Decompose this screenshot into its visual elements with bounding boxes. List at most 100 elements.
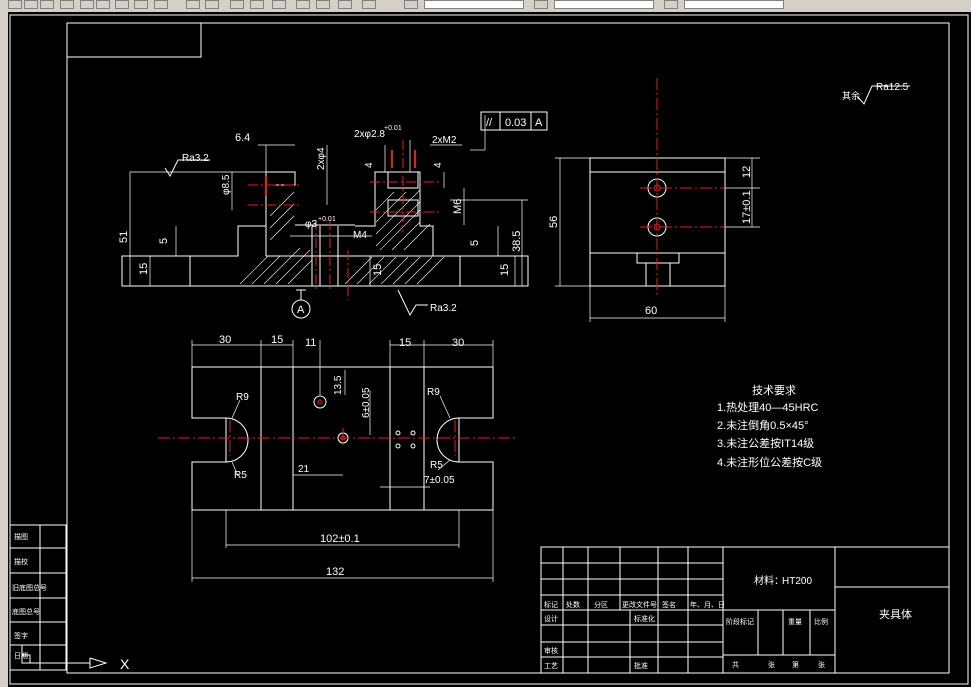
- dim-label: 12: [741, 166, 753, 178]
- dim-label: 60: [645, 305, 657, 317]
- dim-label: 38.5: [511, 231, 523, 252]
- toolbar-button[interactable]: [80, 0, 94, 9]
- dim-label: 17±0.1: [741, 190, 753, 224]
- toolbar-button[interactable]: [250, 0, 264, 9]
- tech-requirement-item: 3.未注公差按IT14级: [717, 436, 814, 450]
- layer-icon[interactable]: [404, 0, 418, 9]
- left-strip: [9, 524, 67, 671]
- dim-label: R5: [430, 460, 443, 471]
- toolbar-button[interactable]: [40, 0, 54, 9]
- toolbar-button[interactable]: [60, 0, 74, 9]
- dim-label: R9: [427, 387, 440, 398]
- dim-label: φ8.5: [221, 174, 232, 195]
- dim-label: 56: [548, 216, 560, 228]
- toolbar-button[interactable]: [154, 0, 168, 9]
- title-cell: 批准: [634, 661, 648, 670]
- dim-label: +0.01: [384, 125, 402, 132]
- title-cell: 共: [732, 660, 739, 669]
- dim-label: M4: [353, 230, 367, 241]
- tech-requirements-title: 技术要求: [752, 384, 796, 397]
- dim-label: 30: [452, 337, 464, 349]
- roughness-bottom: Ra3.2: [430, 303, 457, 314]
- title-cell: 阶段标记: [726, 617, 754, 626]
- layer-combo[interactable]: [424, 0, 524, 9]
- dim-label: 2xM2: [432, 135, 457, 146]
- toolbar-button[interactable]: [186, 0, 200, 9]
- dim-label: +0.01: [318, 216, 336, 223]
- table-style-combo[interactable]: [684, 0, 784, 9]
- part-name: 夹具体: [879, 607, 912, 621]
- material-label: 材料：: [754, 574, 784, 587]
- toolbar-button[interactable]: [296, 0, 310, 9]
- toolbar-button[interactable]: [96, 0, 110, 9]
- style-combo[interactable]: [554, 0, 654, 9]
- toolbar-button[interactable]: [205, 0, 219, 9]
- toolbar-button[interactable]: [230, 0, 244, 9]
- title-cell: 年、月、日: [690, 600, 725, 609]
- roughness-prefix: 其余: [842, 90, 860, 101]
- title-cell: 重量: [788, 618, 802, 626]
- dim-label: 21: [298, 464, 310, 475]
- dim-label: 11: [305, 337, 316, 349]
- datum-label: A: [297, 304, 305, 316]
- dim-label: 15: [271, 334, 283, 346]
- tech-requirement-item: 4.未注形位公差按C级: [717, 455, 822, 469]
- toolbar-button[interactable]: [8, 0, 22, 9]
- dim-label: M6: [452, 199, 464, 214]
- tolerance-symbol: //: [486, 117, 493, 129]
- geometric-tolerance-frame: [480, 111, 548, 131]
- toolbar-button[interactable]: [24, 0, 38, 9]
- left-strip-label: 描图: [14, 532, 28, 541]
- material-value: HT200: [782, 576, 812, 587]
- dim-label: 4: [433, 162, 444, 168]
- tech-requirement-item: 1.热处理40—45HRC: [717, 401, 819, 414]
- dim-label: 15: [499, 264, 511, 276]
- title-cell: 审核: [544, 646, 558, 655]
- dim-label: 6.4: [235, 132, 250, 144]
- title-cell: 标准化: [634, 614, 655, 623]
- toolbar-button[interactable]: [362, 0, 376, 9]
- toolbar-button[interactable]: [115, 0, 129, 9]
- dim-label: 2xφ2.8: [354, 129, 385, 140]
- left-strip-label: 日期: [14, 652, 28, 660]
- dim-label: 5: [158, 238, 170, 244]
- dim-label: 5: [469, 240, 481, 246]
- style-icon[interactable]: [534, 0, 548, 9]
- dim-label: 13.5: [333, 375, 344, 395]
- toolbar-button[interactable]: [272, 0, 286, 9]
- sheet-border: [9, 14, 969, 685]
- dim-label: 4: [364, 162, 375, 168]
- title-cell: 设计: [544, 614, 558, 623]
- cad-drawing: 其余 Ra12.5 Ra3.2 Ra3.2 A // 0.03 A 6.4 2x…: [9, 14, 969, 685]
- code-box: [66, 22, 202, 58]
- dim-label: 15: [138, 263, 150, 275]
- title-cell: 第: [792, 660, 799, 669]
- toolbar-button[interactable]: [338, 0, 352, 9]
- dim-label: R5: [234, 470, 247, 481]
- dim-label: 15: [372, 264, 384, 276]
- title-cell: 工艺: [544, 662, 558, 670]
- dim-label: 2xφ4: [316, 147, 327, 170]
- title-cell: 比例: [814, 617, 828, 626]
- tech-requirement-item: 2.未注倒角0.5×45°: [717, 418, 809, 432]
- dim-label: 51: [118, 231, 130, 243]
- toolbar-button[interactable]: [134, 0, 148, 9]
- front-view: [121, 85, 910, 319]
- dim-label: R9: [236, 392, 249, 403]
- drawing-canvas[interactable]: 其余 Ra12.5 Ra3.2 Ra3.2 A // 0.03 A 6.4 2x…: [8, 12, 971, 687]
- dim-label: 7±0.05: [424, 475, 455, 486]
- dim-label: 15: [399, 337, 411, 349]
- ucs-x-label: X: [120, 656, 130, 672]
- title-cell: 更改文件号: [622, 600, 657, 609]
- table-icon[interactable]: [664, 0, 678, 9]
- tolerance-value: 0.03: [505, 117, 526, 129]
- title-cell: 处数: [566, 600, 580, 609]
- dim-label: 102±0.1: [320, 533, 360, 545]
- dim-label: 132: [326, 566, 344, 578]
- title-cell: 标记: [544, 600, 558, 609]
- roughness-general: Ra12.5: [876, 82, 909, 93]
- toolbar-button[interactable]: [316, 0, 330, 9]
- dim-label: 6±0.05: [361, 387, 372, 418]
- dim-label: φ3: [305, 219, 317, 230]
- title-cell: 张: [818, 660, 825, 669]
